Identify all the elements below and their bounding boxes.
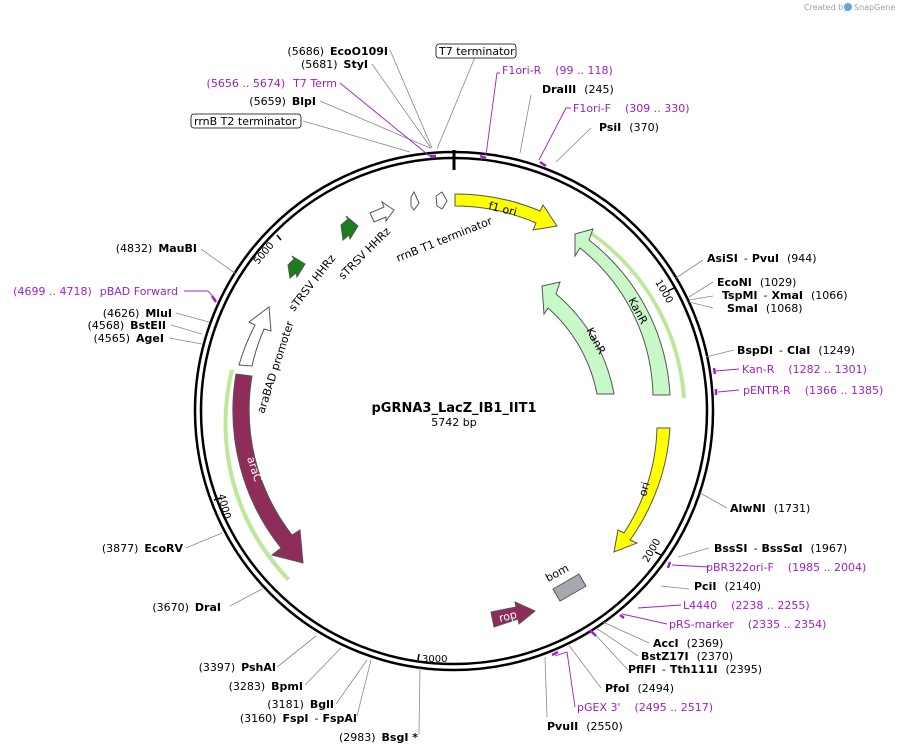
credit-text: Created by: [804, 3, 848, 12]
site-agei: (4565)AgeI: [93, 332, 164, 345]
feature-f1-ori: [454, 193, 558, 231]
feature-terminator-arrow: [369, 200, 395, 223]
snapgene-credit: Created by SnapGene: [804, 3, 895, 12]
site-bstz17i: BstZ17I(2370): [641, 650, 733, 663]
site-pflfi: PflFI-Tth111I(2395): [628, 663, 762, 676]
feature-rop-label: rop: [498, 608, 519, 625]
tick-mark: [667, 287, 675, 292]
primer-mark: [539, 160, 547, 168]
credit-app: SnapGene: [854, 3, 895, 12]
primer-mark: [712, 367, 717, 375]
site-labels: (5686)EcoO109I (5681)StyI (5659)BlpI Dra…: [88, 45, 855, 744]
site-mlui: (4626)MluI: [103, 307, 172, 320]
site-bsssi: BssSI-BssSαI(1967): [714, 542, 847, 555]
rrnb-t2-label: rrnB T2 terminator: [194, 115, 297, 128]
snapgene-logo-icon: [844, 3, 852, 11]
site-smai: SmaI(1068): [727, 302, 802, 315]
feature-kanr-inner: [541, 281, 615, 395]
primer-f1ori-f: F1ori-F(309 .. 330): [573, 102, 690, 115]
tick-mark: [213, 497, 221, 501]
primer-pentr-r: pENTR-R(1366 .. 1385): [743, 384, 883, 397]
site-acci: AccI(2369): [653, 637, 723, 650]
feature-bom: [552, 573, 587, 602]
primer-mark: [589, 629, 597, 637]
label-connectors: [168, 49, 735, 735]
feature-t7-arrow: [435, 191, 448, 210]
site-pvuii: PvuII(2550): [547, 720, 623, 733]
site-maubi: (4832)MauBI: [116, 242, 197, 255]
primer-marks: [210, 154, 718, 657]
feature-arac-highlight: [223, 370, 290, 581]
ticks: 1000 2000 3000 4000 5000: [213, 234, 675, 665]
site-bsgi: (2983)BsgI *: [339, 731, 418, 744]
site-pfoi: PfoI(2494): [605, 682, 674, 695]
tick-label-3000: 3000: [422, 654, 447, 665]
feature-rop: [490, 601, 536, 628]
site-fspi: (3160)FspI-FspAI: [240, 712, 357, 725]
site-econi: EcoNI(1029): [717, 276, 796, 289]
tick-mark: [417, 653, 420, 661]
site-psii: PsiI(370): [599, 121, 659, 134]
primer-kan-r: Kan-R(1282 .. 1301): [742, 363, 867, 376]
rrnb-t2-box: [190, 113, 302, 129]
primer-f1ori-r: F1ori-R(99 .. 118): [502, 64, 613, 77]
site-pshai: (3397)PshAI: [199, 661, 276, 674]
primer-mark: [479, 154, 487, 160]
t7-terminator-label: T7 terminator: [438, 45, 515, 58]
feature-kanr-outer: [574, 228, 671, 396]
primer-mark: [210, 295, 218, 303]
primer-t7term: (5656 .. 5674)T7 Term: [207, 77, 337, 90]
tick-label-2000: 2000: [641, 537, 663, 565]
primer-pbr322ori-f: pBR322ori-F(1985 .. 2004): [706, 561, 866, 574]
primer-prs-marker: pRS-marker(2335 .. 2354): [669, 618, 826, 631]
site-tspmi: TspMI-XmaI(1066): [722, 289, 848, 302]
primer-connectors: [184, 72, 740, 708]
feature-ori: [613, 427, 671, 553]
site-styi: (5681)StyI: [301, 58, 368, 71]
primer-mark: [619, 614, 625, 619]
site-bspdi: BspDI-ClaI(1249): [737, 344, 855, 357]
site-bgli: (3181)BglI: [267, 698, 334, 711]
plasmid-length: 5742 bp: [431, 416, 476, 429]
site-drai: (3670)DraI: [152, 601, 221, 614]
boxed-labels: T7 terminator rrnB T2 terminator: [190, 43, 517, 129]
primer-labels: (5656 .. 5674)T7 Term F1ori-R(99 .. 118)…: [13, 64, 883, 714]
site-asisi: AsiSI-PvuI(944): [707, 252, 817, 265]
tick-mark: [654, 551, 662, 556]
site-blpi: (5659)BlpI: [249, 95, 316, 108]
feature-rrnb-t1-arrow: [410, 190, 420, 211]
tick-mark: [276, 234, 282, 241]
primer-mark: [551, 650, 559, 657]
primer-pgex3: pGEX 3'(2495 .. 2517): [577, 701, 713, 714]
primer-mark: [666, 561, 672, 569]
site-ecorv: (3877)EcoRV: [102, 542, 184, 555]
plasmid-name: pGRNA3_LacZ_IB1_IIT1: [371, 401, 536, 416]
site-bsteii: (4568)BstEII: [88, 319, 166, 332]
feature-strsv-hhrz-2: [340, 215, 359, 241]
site-bpmi: (3283)BpmI: [229, 680, 303, 693]
site-alwni: AlwNI(1731): [730, 502, 810, 515]
feature-ori-label: ori: [636, 481, 652, 498]
feature-strsv-hhrz-1: [287, 255, 306, 279]
t7-terminator-box: [435, 43, 517, 59]
primer-l4440: L4440(2238 .. 2255): [683, 599, 810, 612]
site-ecoo109i: (5686)EcoO109I: [287, 45, 388, 58]
feature-arabad-promoter: [238, 306, 272, 367]
feature-arac: [232, 373, 304, 564]
site-draiii: DraIII(245): [542, 83, 614, 96]
site-pcii: PciI(2140): [694, 580, 761, 593]
backbone: [193, 150, 715, 672]
primer-pbad-forward: (4699 .. 4718)pBAD Forward: [13, 285, 178, 298]
feature-rrnb-t1-label: rrnB T1 terminator: [394, 214, 494, 265]
